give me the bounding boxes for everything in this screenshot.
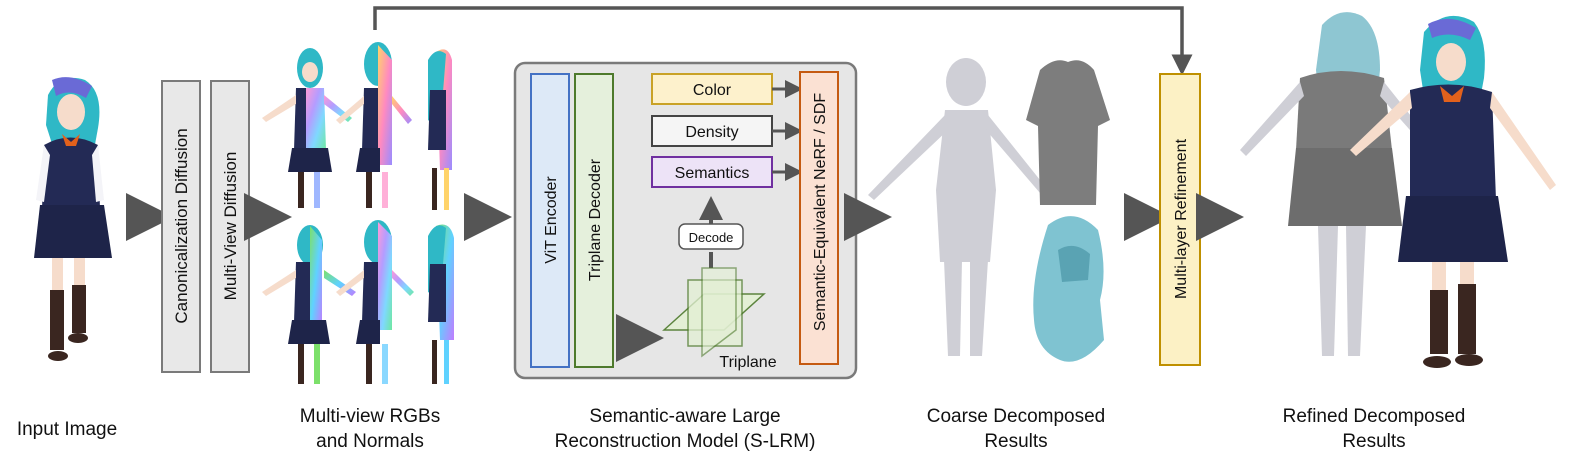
multiview-top-front	[262, 48, 352, 208]
canonicalization-diffusion-block: Canonicalization Diffusion	[161, 80, 201, 373]
refined-color-character	[1350, 15, 1556, 368]
vit-encoder-block: ViT Encoder	[530, 73, 570, 368]
caption-coarse-line1: Coarse Decomposed	[927, 406, 1105, 427]
triplane-decoder-block: Triplane Decoder	[574, 73, 614, 368]
multiview-bottom-front	[262, 225, 356, 384]
semantics-label: Semantics	[675, 165, 750, 182]
decode-block: Decode	[678, 223, 744, 250]
caption-refined-line2: Results	[1342, 431, 1405, 452]
density-block: Density	[651, 115, 773, 147]
triplane-icon	[662, 267, 766, 358]
caption-multiview-line2: and Normals	[316, 431, 424, 452]
multiview-top-back	[336, 42, 412, 208]
coarse-body-mesh	[868, 58, 1052, 356]
feedback-arrow-multiview-to-refinement	[373, 6, 1193, 76]
canonicalization-label: Canonicalization Diffusion	[172, 128, 191, 323]
caption-input-image: Input Image	[17, 419, 117, 440]
refined-gray-character	[1240, 12, 1430, 356]
multiview-images	[262, 42, 454, 384]
caption-slrm-line2: Reconstruction Model (S-LRM)	[555, 431, 816, 452]
color-label: Color	[693, 82, 732, 99]
multiview-diffusion-label: Multi-View Diffusion	[221, 152, 240, 301]
caption-refined-line1: Refined Decomposed	[1283, 406, 1466, 427]
multiview-bottom-back	[336, 220, 414, 384]
nerf-sdf-block: Semantic-Equivalent NeRF / SDF	[799, 71, 839, 365]
multiview-bottom-side	[428, 224, 454, 384]
nerf-sdf-label: Semantic-Equivalent NeRF / SDF	[812, 93, 829, 332]
coarse-shirt-mesh	[1026, 60, 1110, 206]
multiview-top-side	[428, 49, 452, 210]
refinement-block: Multi-layer Refinement	[1159, 73, 1201, 366]
semantics-block: Semantics	[651, 156, 773, 188]
density-label: Density	[685, 124, 738, 141]
color-block: Color	[651, 73, 773, 105]
caption-coarse-line2: Results	[984, 431, 1047, 452]
input-character-image	[34, 77, 112, 361]
triplane-label: Triplane	[719, 354, 776, 371]
triplane-decoder-label: Triplane Decoder	[587, 158, 604, 281]
multiview-diffusion-block: Multi-View Diffusion	[210, 80, 250, 373]
coarse-hair-mesh	[1033, 216, 1104, 362]
caption-slrm-line1: Semantic-aware Large	[589, 406, 780, 427]
decode-label: Decode	[689, 230, 734, 245]
caption-multiview-line1: Multi-view RGBs	[300, 406, 440, 427]
vit-encoder-label: ViT Encoder	[543, 176, 560, 264]
refinement-label: Multi-layer Refinement	[1173, 138, 1190, 299]
